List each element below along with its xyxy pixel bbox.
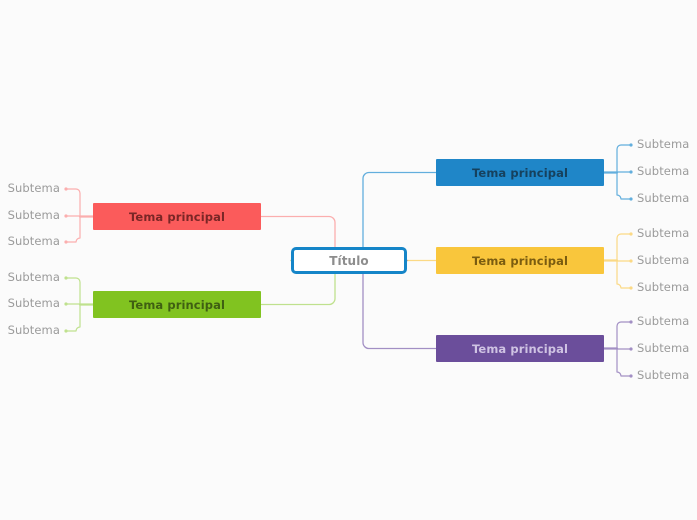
branch-purple-sub-endpoint-1 xyxy=(629,347,633,351)
branch-green-sub-endpoint-2 xyxy=(64,329,68,333)
subtopic-label[interactable]: Subtema xyxy=(7,181,60,195)
branch-yellow-sub-endpoint-0 xyxy=(629,232,633,236)
subtopic-label[interactable]: Subtema xyxy=(637,191,690,205)
branch-green-sub-endpoint-0 xyxy=(64,276,68,280)
branch-yellow-sub-endpoint-1 xyxy=(629,259,633,263)
branch-red-sub-endpoint-1 xyxy=(64,214,68,218)
center-title-node[interactable]: Título xyxy=(291,247,407,274)
subtopic-label[interactable]: Subtema xyxy=(637,314,690,328)
subtopic-label[interactable]: Subtema xyxy=(7,323,60,337)
subtopic-label[interactable]: Subtema xyxy=(7,296,60,310)
subtopic-label[interactable]: Subtema xyxy=(637,368,690,382)
subtopic-label[interactable]: Subtema xyxy=(637,341,690,355)
subtopic-label[interactable]: Subtema xyxy=(637,137,690,151)
subtopic-label[interactable]: Subtema xyxy=(637,226,690,240)
branch-purple-sub-endpoint-2 xyxy=(629,374,633,378)
subtopic-label[interactable]: Subtema xyxy=(7,208,60,222)
main-topic-node[interactable]: Tema principal xyxy=(436,335,604,362)
branch-purple-spine xyxy=(616,321,632,377)
main-topic-node[interactable]: Tema principal xyxy=(436,159,604,186)
branch-yellow-spine xyxy=(616,233,632,289)
branch-blue-spine xyxy=(616,144,632,200)
branch-blue-sub-endpoint-2 xyxy=(629,197,633,201)
main-topic-node[interactable]: Tema principal xyxy=(436,247,604,274)
main-topic-node[interactable]: Tema principal xyxy=(93,291,261,318)
branch-green-spine xyxy=(65,277,81,332)
subtopic-label[interactable]: Subtema xyxy=(7,270,60,284)
branch-blue-sub-endpoint-0 xyxy=(629,143,633,147)
subtopic-label[interactable]: Subtema xyxy=(637,280,690,294)
subtopic-label[interactable]: Subtema xyxy=(637,253,690,267)
branch-red-sub-endpoint-0 xyxy=(64,187,68,191)
branch-red-spine xyxy=(65,188,81,243)
subtopic-label[interactable]: Subtema xyxy=(7,234,60,248)
branch-blue-sub-endpoint-1 xyxy=(629,170,633,174)
branch-purple-sub-endpoint-0 xyxy=(629,320,633,324)
branch-yellow-sub-endpoint-2 xyxy=(629,286,633,290)
branch-green-sub-endpoint-1 xyxy=(64,302,68,306)
subtopic-label[interactable]: Subtema xyxy=(637,164,690,178)
main-topic-node[interactable]: Tema principal xyxy=(93,203,261,230)
branch-red-sub-endpoint-2 xyxy=(64,240,68,244)
